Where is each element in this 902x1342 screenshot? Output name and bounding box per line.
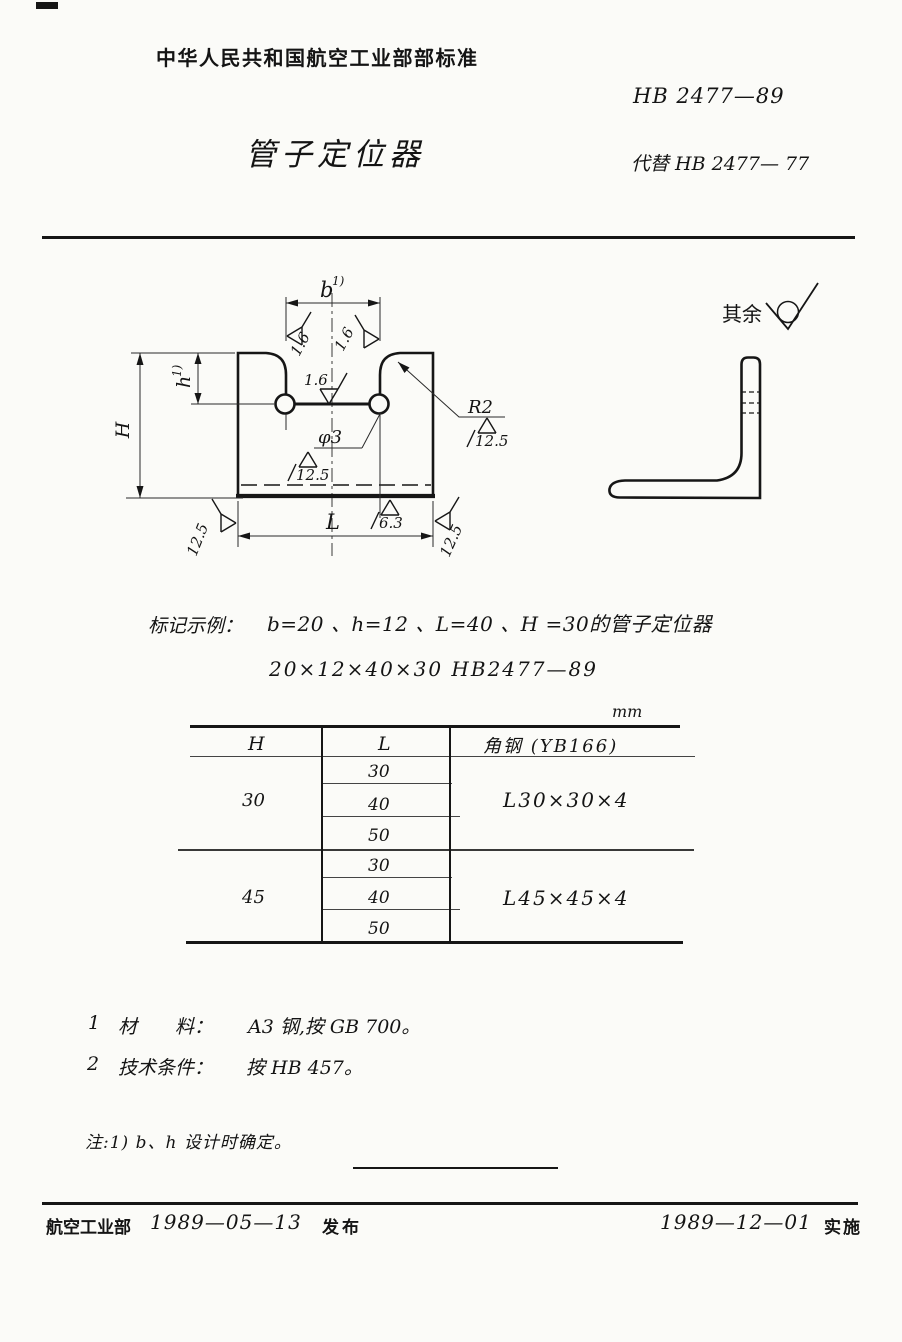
table-cell-angle-45: L45×45×4 [503, 886, 630, 910]
dim-b-label: b [320, 278, 333, 302]
hole-callout [314, 411, 382, 449]
dim-h-superscript: 1) [170, 364, 184, 377]
table-unit-label: mm [612, 702, 643, 721]
dim-L-label: L [325, 510, 340, 534]
finish-radius-value: 12.5 [475, 432, 508, 450]
radius-label: R2 [467, 397, 493, 418]
table-subrow-line-2 [322, 816, 460, 817]
finish-slot-bottom-value: 1.6 [304, 371, 328, 389]
example-line1: b=20 、h=12 、L=40 、H =30的管子定位器 [267, 612, 713, 636]
dim-b [285, 297, 381, 518]
table-cell-h-30: 30 [242, 790, 265, 811]
header-replaces-note: 代替 HB 2477— 77 [631, 153, 810, 175]
finish-right-side-symbol [434, 496, 460, 531]
table-subrow-line-3 [322, 877, 452, 878]
table-cell-h-45: 45 [242, 887, 265, 908]
radius-callout [397, 361, 505, 418]
table-cell-l-50b: 50 [368, 919, 390, 939]
hole-label: φ3 [318, 427, 342, 448]
finish-slot-right-value: 1.6 [331, 324, 358, 354]
table-col-header-h: H [248, 733, 265, 755]
table-cell-l-30b: 30 [368, 856, 390, 876]
table-cell-angle-30: L30×30×4 [503, 788, 630, 812]
table-subrow-line-4 [322, 909, 460, 910]
footer-org: 航空工业部 [46, 1218, 131, 1237]
footer-rule [42, 1202, 858, 1205]
dim-b-superscript: 1) [332, 274, 345, 288]
table-cell-l-40a: 40 [368, 795, 390, 815]
footer-impl-date: 1989—12—01 [660, 1210, 812, 1234]
example-line2: 20×12×40×30 HB2477—89 [269, 657, 598, 681]
finish-bottom-value: 6.3 [379, 514, 403, 532]
table-vline-2 [449, 725, 451, 943]
note-1-label: 材 料： [118, 1016, 214, 1038]
table-top-border [190, 725, 680, 728]
header-rule [42, 236, 855, 239]
dim-L [237, 501, 434, 547]
dim-h [191, 353, 274, 405]
front-outline-left [236, 351, 288, 496]
note-1-number: 1 [88, 1012, 101, 1034]
header-standard-number: HB 2477—89 [633, 84, 785, 108]
table-bottom-border [186, 941, 683, 944]
rest-label: 其余 [722, 303, 762, 326]
table-cell-l-40b: 40 [368, 888, 390, 908]
scan-artifact [36, 2, 58, 9]
footer-impl-label: 实施 [824, 1218, 862, 1237]
dim-H-label: H [112, 421, 134, 439]
technical-drawing: b 1) H h 1) L [112, 274, 819, 560]
rest-roughness-icon [765, 282, 819, 331]
finish-hole-value: 12.5 [296, 466, 329, 484]
table-header-rule [190, 756, 695, 757]
front-view [236, 293, 435, 556]
footer-issue-date: 1989—05—13 [150, 1210, 302, 1234]
dim-h-label: h [173, 376, 195, 388]
finish-right-side-value: 12.5 [436, 522, 466, 560]
finish-hole-symbol [287, 451, 318, 482]
table-subrow-line-1 [322, 783, 452, 784]
side-outline [608, 356, 762, 500]
finish-slot-left-symbol [286, 311, 312, 346]
note-2-number: 2 [87, 1053, 100, 1075]
finish-slot-bottom-symbol [319, 372, 348, 405]
table-group-separator [178, 849, 694, 851]
relief-hole-right [368, 393, 390, 415]
note-2-label: 技术条件： [118, 1057, 214, 1079]
side-view [608, 356, 762, 500]
finish-bottom-symbol [370, 499, 400, 530]
finish-slot-right-symbol [354, 314, 380, 349]
table-col-header-angle: 角钢 (YB166) [483, 736, 619, 757]
front-outline-right [378, 351, 435, 495]
note-2-text: 按 HB 457。 [246, 1057, 363, 1079]
finish-left-side-symbol [211, 498, 237, 533]
dim-h-label-group: h 1) [170, 364, 195, 388]
footer-issue-label: 发布 [322, 1218, 362, 1237]
example-label: 标记示例： [148, 615, 244, 637]
finish-radius-symbol [466, 417, 497, 448]
table-cell-l-50a: 50 [368, 826, 390, 846]
table-vline-1 [321, 725, 323, 943]
footnote-separator-line [353, 1167, 558, 1169]
dim-H [126, 352, 243, 499]
table-cell-l-30a: 30 [368, 762, 390, 782]
footnote: 注:1) b、h 设计时确定。 [85, 1133, 292, 1153]
note-1-text: A3 钢,按 GB 700。 [248, 1016, 421, 1038]
relief-hole-left [274, 393, 296, 415]
side-hidden-lines [741, 391, 760, 414]
header-doc-title: 管子定位器 [245, 137, 425, 173]
header-org-standard: 中华人民共和国航空工业部部标准 [156, 48, 479, 70]
table-col-header-l: L [378, 733, 391, 755]
finish-left-side-value: 12.5 [183, 521, 212, 559]
